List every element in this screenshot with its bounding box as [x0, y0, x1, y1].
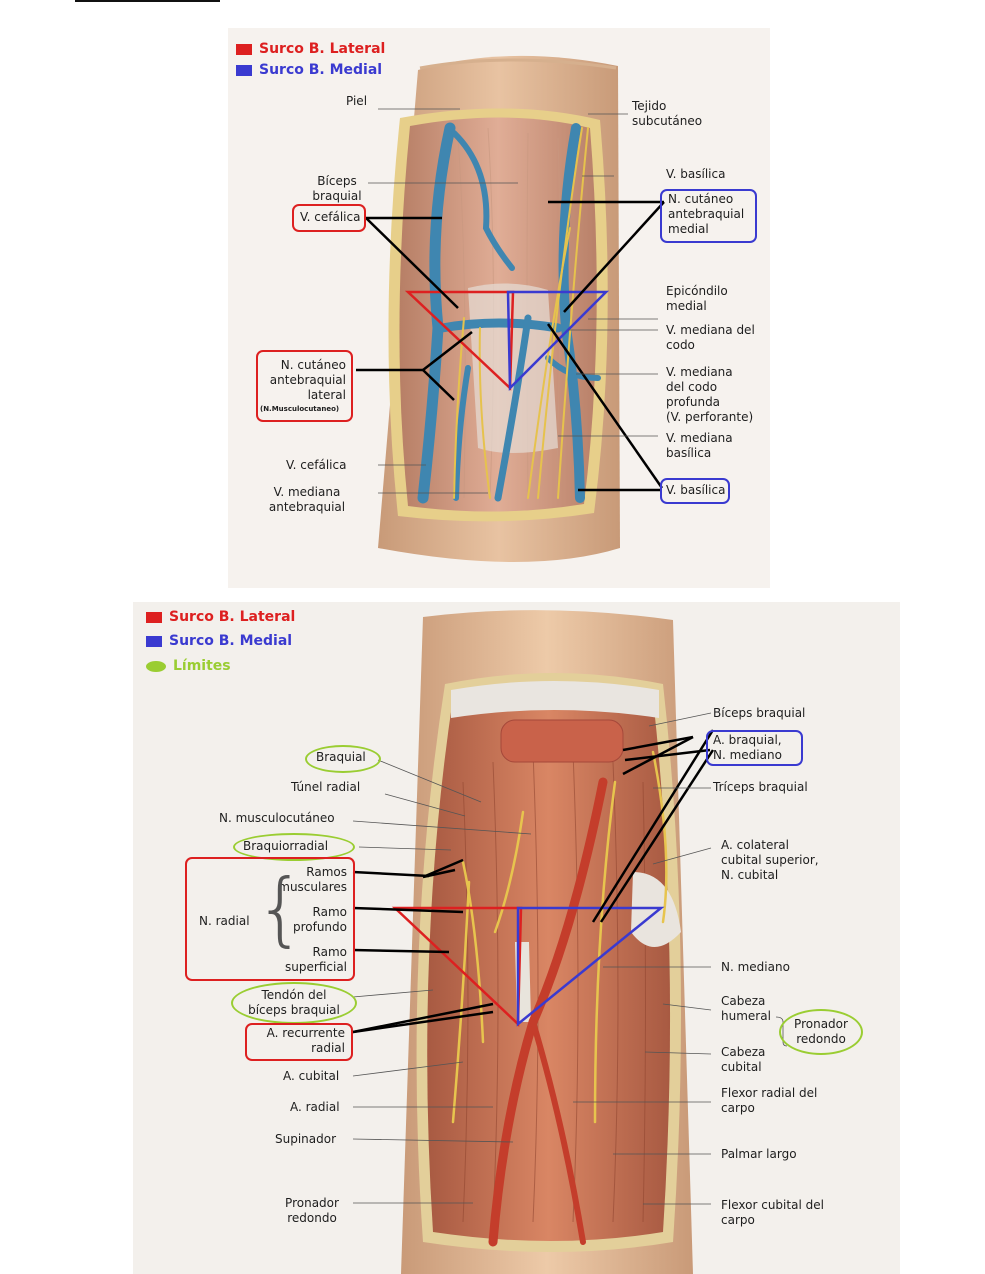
label-v-mediana-antebraquial: V. mediana antebraquial: [268, 485, 346, 514]
lateral-swatch: [236, 43, 252, 55]
label-cabeza-humeral: Cabeza humeral: [721, 994, 771, 1023]
label-palmar-largo: Palmar largo: [721, 1147, 797, 1161]
header-underline: [75, 0, 220, 2]
label-n-cutaneo-lateral: N. cutáneo antebraquial lateral: [269, 358, 346, 402]
lateral-groove-triangle: [391, 906, 523, 1027]
nerves: [453, 127, 589, 499]
label-biceps-braquial: Bíceps braquial: [713, 706, 806, 720]
medial-swatch: [236, 64, 252, 76]
legend-lateral: Surco B. Lateral: [146, 608, 295, 626]
lateral-swatch: [146, 611, 162, 623]
medial-groove-triangle: [516, 906, 665, 1027]
label-a-radial: A. radial: [290, 1100, 340, 1114]
superficial-dissection-panel: Surco B. Lateral Surco B. Medial Piel Te…: [228, 28, 770, 588]
legend-medial: Surco B. Medial: [146, 632, 292, 650]
legend-medial: Surco B. Medial: [236, 61, 382, 79]
biceps-cut: [500, 719, 624, 763]
nerves: [451, 750, 668, 1124]
box-a-recurrente: [245, 1023, 353, 1061]
label-ramo-profundo: Ramo profundo: [292, 905, 347, 934]
label-tejido-subcutaneo: Tejido subcutáneo: [632, 99, 703, 128]
superficial-illustration: [356, 55, 665, 563]
label-v-mediana-profunda: V. mediana del codo profunda (V. perfora…: [666, 365, 754, 424]
legend-lateral: Surco B. Lateral: [236, 40, 385, 58]
ellipse-pronador-redondo: [779, 1009, 863, 1055]
label-v-basilica-top: V. basílica: [666, 167, 726, 181]
medial-swatch: [146, 635, 162, 647]
label-cabeza-cubital: Cabeza cubital: [721, 1045, 766, 1074]
label-a-cubital: A. cubital: [283, 1069, 340, 1083]
label-tunel-radial: Túnel radial: [291, 780, 361, 794]
box-v-cefalica: [292, 204, 366, 232]
arteries: [488, 777, 608, 1247]
label-braquial: Braquial: [316, 750, 366, 764]
label-pronador-redondo-box: Pronador redondo: [794, 1017, 848, 1046]
label-ramos-musculares: Ramos musculares: [278, 865, 347, 894]
label-n-cutaneo-medial: N. cutáneo antebraquial medial: [668, 192, 745, 236]
veins: [417, 122, 601, 504]
label-biceps-braquial: Bíceps braquial: [312, 174, 362, 203]
deep-illustration: [352, 610, 788, 1274]
legend-lateral-label: Surco B. Lateral: [169, 609, 296, 625]
legend-limites: Límites: [146, 657, 231, 675]
label-n-musculocutaneo-small: (N.Musculocutaneo): [260, 405, 340, 413]
ellipse-braquial: [305, 745, 381, 773]
label-v-cefalica-bottom: V. cefálica: [286, 458, 347, 472]
label-flexor-cubital: Flexor cubital del carpo: [721, 1198, 824, 1227]
box-n-cutaneo-medial: [660, 189, 757, 243]
legend-medial-label: Surco B. Medial: [259, 62, 383, 78]
legend-medial-label: Surco B. Medial: [169, 633, 293, 649]
box-n-cutaneo-lateral: [256, 350, 353, 422]
label-supinador: Supinador: [275, 1132, 337, 1146]
label-triceps-braquial: Tríceps braquial: [713, 780, 808, 794]
box-a-braquial: [706, 730, 803, 766]
label-n-musculocutaneo: N. musculocutáneo: [219, 811, 335, 825]
lateral-groove-triangle: [404, 290, 515, 391]
label-a-colateral: A. colateral cubital superior, N. cubita…: [721, 838, 819, 882]
box-v-basilica: [660, 478, 730, 504]
ellipse-braquiorradial: [233, 833, 355, 861]
label-n-mediano: N. mediano: [721, 960, 790, 974]
legend-lateral-label: Surco B. Lateral: [259, 41, 386, 57]
label-v-mediana-basilica: V. mediana basílica: [666, 431, 733, 460]
label-tendon-biceps: Tendón del bíceps braquial: [248, 988, 340, 1017]
label-n-radial: N. radial: [199, 914, 250, 928]
label-pronador-redondo: Pronador redondo: [285, 1196, 339, 1225]
brace-n-radial: {: [255, 862, 306, 955]
pointer-lines: [352, 729, 715, 1034]
label-v-mediana-codo: V. mediana del codo: [666, 323, 755, 352]
label-ramo-superficial: Ramo superficial: [285, 945, 347, 974]
legend-limites-label: Límites: [173, 658, 231, 674]
box-n-radial: [185, 857, 355, 981]
pointer-lines: [356, 200, 665, 492]
label-piel: Piel: [346, 94, 368, 108]
label-epicondilo-medial: Epicóndilo medial: [666, 284, 728, 313]
label-a-recurrente-radial: A. recurrente radial: [266, 1026, 345, 1055]
limites-swatch: [146, 660, 166, 672]
label-v-cefalica: V. cefálica: [300, 210, 361, 224]
label-braquiorradial: Braquiorradial: [243, 839, 329, 853]
label-a-braquial-n-mediano: A. braquial, N. mediano: [713, 733, 782, 762]
fascia-band: [451, 681, 659, 718]
label-flexor-radial: Flexor radial del carpo: [721, 1086, 818, 1115]
label-v-basilica-box: V. basílica: [666, 483, 726, 497]
deep-dissection-panel: Surco B. Lateral Surco B. Medial Límites…: [133, 602, 900, 1274]
